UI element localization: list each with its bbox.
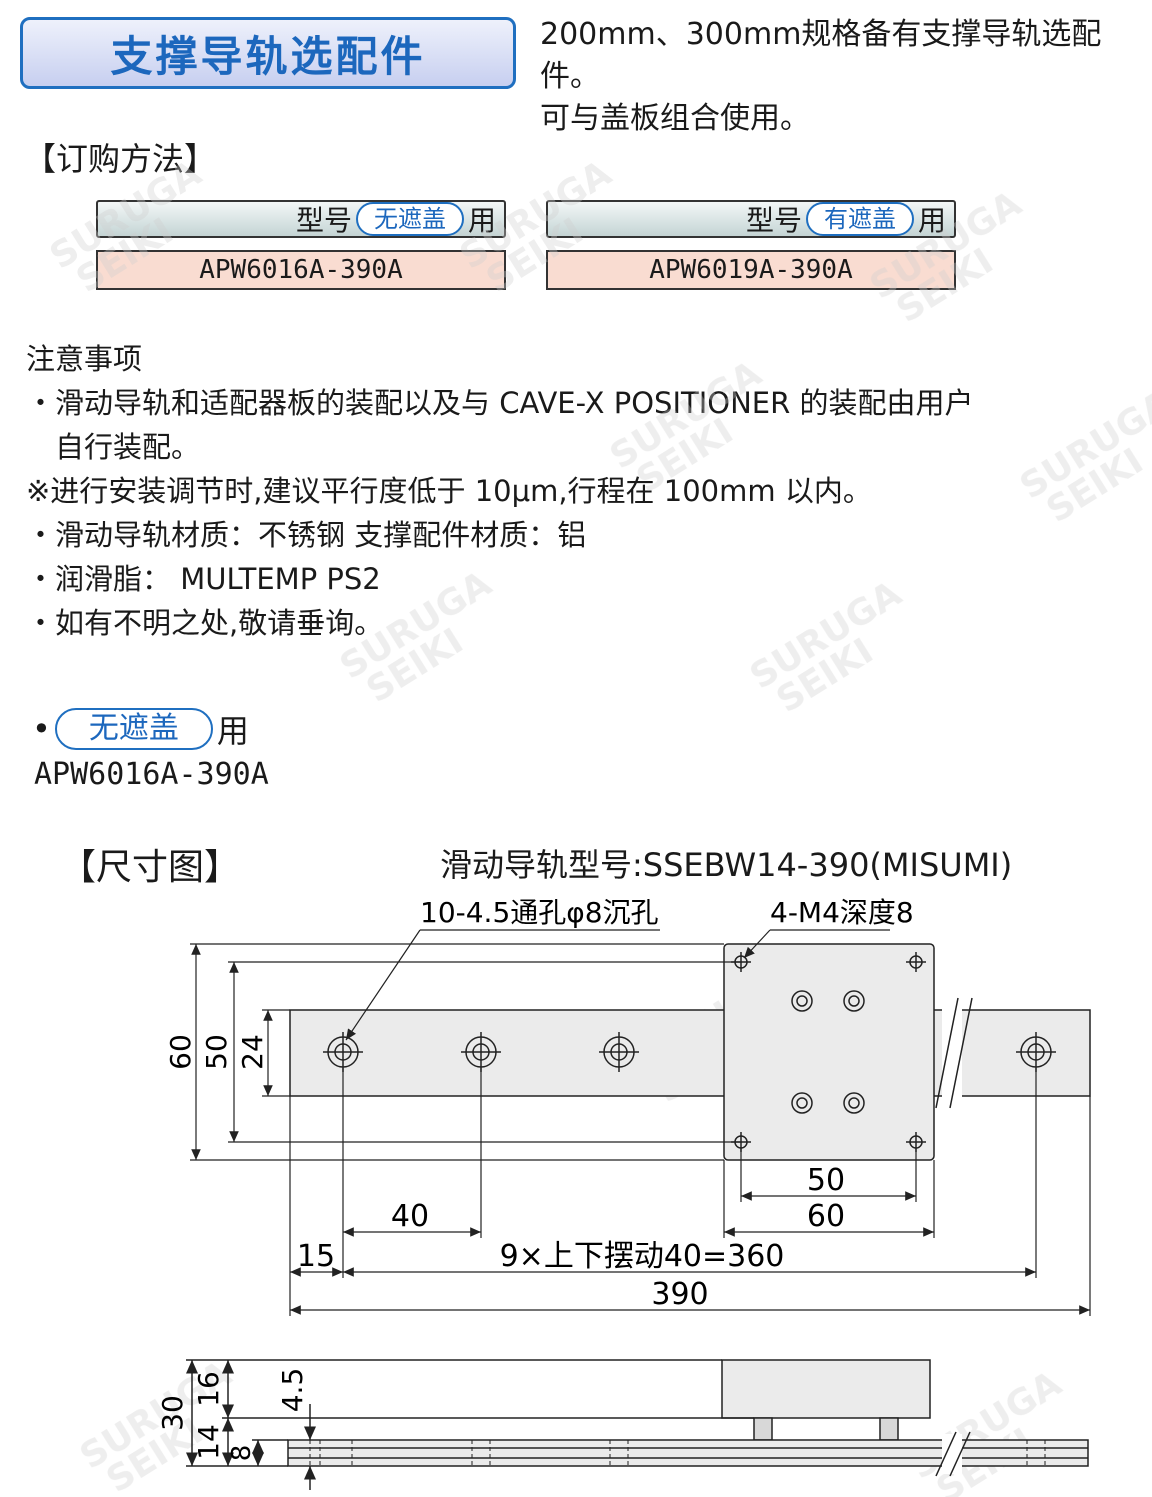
order-heading: 【订购方法】: [24, 140, 217, 178]
support-plate: [723, 943, 935, 1161]
dim-s16: 16: [192, 1371, 225, 1407]
plate-hole: [791, 990, 813, 1012]
notes-heading: 注意事项: [26, 342, 143, 376]
dim-p15: 15: [297, 1239, 335, 1274]
intro-line-1: 200mm、300mm规格备有支撑导轨选配件。: [540, 17, 1102, 94]
note-item: ※进行安装调节时,建议平行度低于 10μm,行程在 100mm 以内。: [26, 474, 872, 508]
counterbore-hole: [461, 1032, 501, 1072]
dim-60: 60: [164, 1034, 197, 1070]
tap-note: 4-M4深度8: [770, 896, 914, 929]
intro-line-2: 可与盖板组合使用。: [540, 101, 810, 136]
side-post: [753, 1417, 773, 1441]
variant-label: • 无遮盖 用: [32, 708, 249, 750]
cover-pill: 无遮盖: [54, 708, 213, 750]
notes-section: 注意事项 ・滑动导轨和适配器板的装配以及与 CAVE-X POSITIONER …: [26, 337, 973, 645]
plate-hole: [843, 990, 865, 1012]
model-header: 型号 无遮盖 用: [96, 200, 506, 238]
tap-hole: [906, 952, 926, 972]
rail-body: [289, 1009, 1091, 1097]
intro-text: 200mm、300mm规格备有支撑导轨选配件。 可与盖板组合使用。: [540, 14, 1152, 140]
dim-s8: 8: [227, 1445, 257, 1462]
note-item: 自行装配。: [26, 430, 201, 464]
dim-w50: 50: [807, 1163, 845, 1198]
dim-pitch: 9×上下摆动40=360: [500, 1239, 785, 1274]
cover-pill: 有遮盖: [805, 202, 914, 236]
model-block-2: 型号 有遮盖 用 APW6019A-390A: [546, 200, 956, 290]
plate-hole: [791, 1092, 813, 1114]
model-code: APW6016A-390A: [96, 250, 506, 290]
variant-code: APW6016A-390A: [34, 757, 269, 792]
side-post: [879, 1417, 899, 1441]
dim-w60: 60: [807, 1199, 845, 1234]
dim-s14: 14: [192, 1424, 225, 1460]
dim-24: 24: [236, 1034, 269, 1070]
rail-model: 滑动导轨型号:SSEBW14-390(MISUMI): [440, 846, 1013, 884]
counterbore-hole: [1016, 1032, 1056, 1072]
note-item: ・滑动导轨材质：不锈钢 支撑配件材质：铝: [26, 518, 587, 552]
cover-pill: 无遮盖: [355, 202, 464, 236]
side-rail: [287, 1439, 1089, 1467]
model-header: 型号 有遮盖 用: [546, 200, 956, 238]
dim-s45: 4.5: [276, 1368, 309, 1413]
model-block-1: 型号 无遮盖 用 APW6016A-390A: [96, 200, 506, 290]
hole-note: 10-4.5通孔φ8沉孔: [420, 896, 659, 929]
counterbore-hole: [323, 1032, 363, 1072]
note-item: ・润滑脂： MULTEMP PS2: [26, 562, 381, 596]
dim-total: 390: [651, 1277, 708, 1312]
side-plate: [721, 1359, 931, 1419]
plate-hole: [843, 1092, 865, 1114]
note-item: ・如有不明之处,敬请垂询。: [26, 606, 384, 640]
counterbore-hole: [599, 1032, 639, 1072]
dim-p40: 40: [391, 1199, 429, 1234]
section-title: 支撑导轨选配件: [20, 17, 516, 89]
drawing-heading: 【尺寸图】: [60, 847, 241, 888]
dim-50: 50: [200, 1034, 233, 1070]
dim-s30: 30: [156, 1395, 189, 1431]
note-item: ・滑动导轨和适配器板的装配以及与 CAVE-X POSITIONER 的装配由用…: [26, 386, 974, 420]
model-code: APW6019A-390A: [546, 250, 956, 290]
